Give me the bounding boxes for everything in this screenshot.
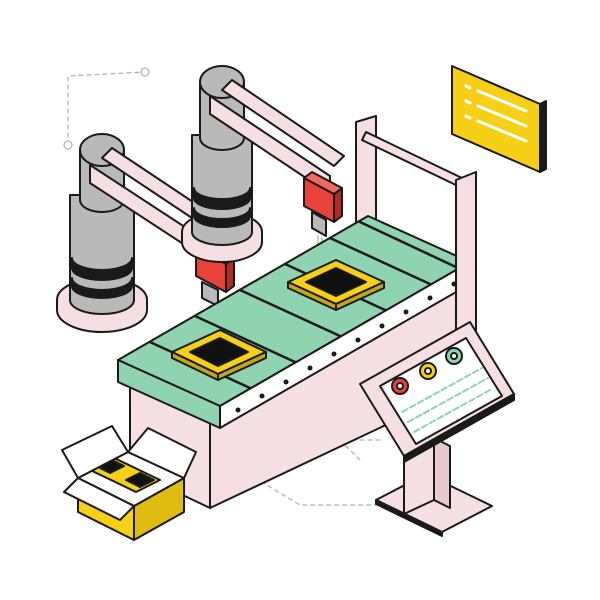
screen-text-lines [401, 367, 491, 433]
chip-on-belt-icon [287, 259, 385, 311]
control-kiosk-icon [359, 321, 515, 537]
robot-arm-right-icon [181, 65, 345, 263]
gate-frame-icon [355, 115, 463, 247]
list-sign-icon [451, 65, 547, 173]
connector-node [63, 140, 73, 150]
chip-on-belt-icon [171, 329, 267, 381]
parts-box-icon [61, 425, 197, 541]
gauge-dial-icon [391, 347, 463, 395]
connector-node [140, 67, 150, 77]
